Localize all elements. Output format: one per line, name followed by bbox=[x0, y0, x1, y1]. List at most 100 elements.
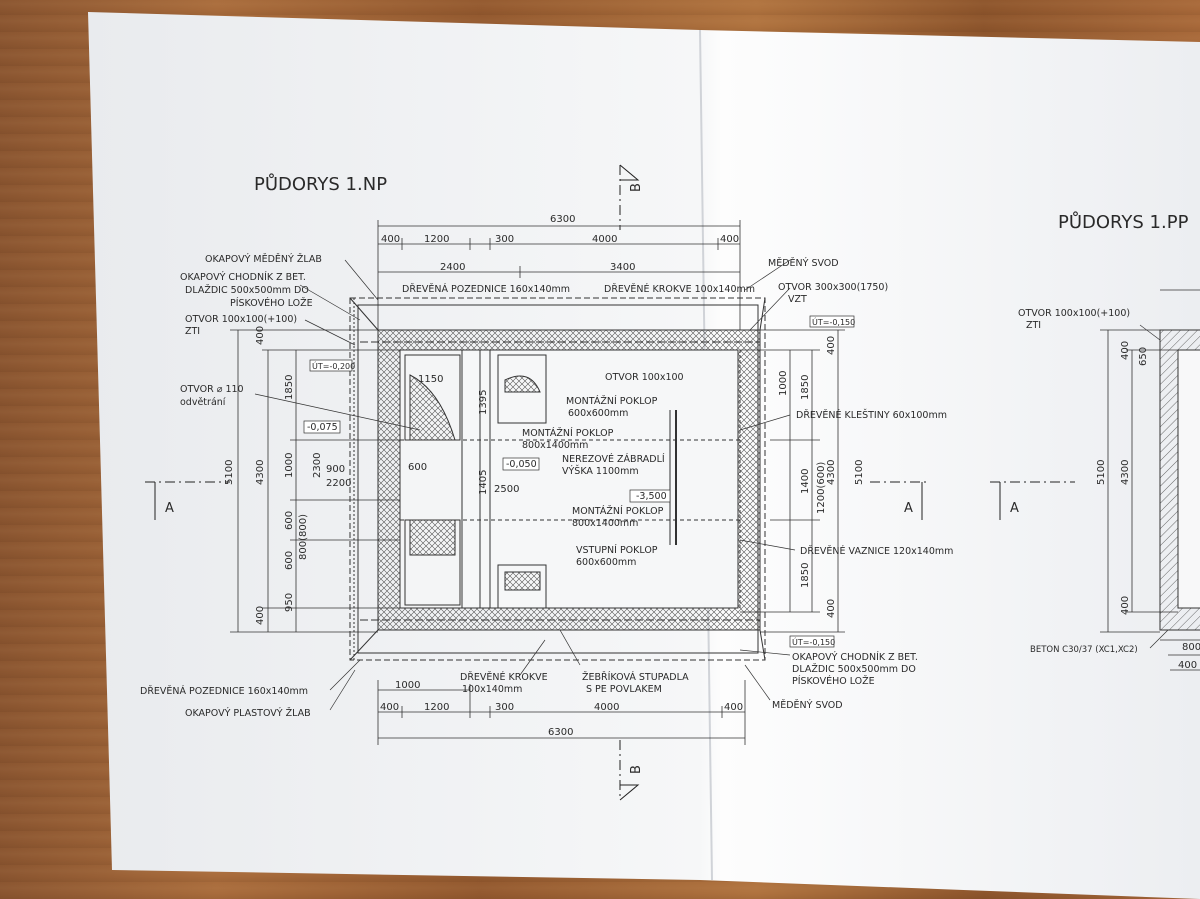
level-box-ut-0150b bbox=[789, 635, 835, 648]
label-montazni-3a: MONTÁŽNÍ POKLOP bbox=[572, 505, 664, 517]
dim-left-5100: 5100 bbox=[224, 460, 235, 485]
top-dimension-lines bbox=[377, 220, 741, 330]
label-chodnik-right-2: DLAŽDIC 500x500mm DO bbox=[792, 663, 916, 675]
pp-dim-4300: 4300 bbox=[1120, 460, 1131, 485]
dim-top-400a: 400 bbox=[381, 234, 400, 245]
label-zabradli-2: VÝŠKA 1100mm bbox=[562, 465, 639, 477]
label-montazni-1b: 600x600mm bbox=[568, 408, 628, 419]
dim-top-3400: 3400 bbox=[610, 262, 635, 273]
dim-top-6300: 6300 bbox=[550, 214, 575, 225]
pp-dim-400b: 400 bbox=[1120, 596, 1131, 615]
section-mark-a-mid bbox=[870, 481, 930, 520]
dim-1405: 1405 bbox=[478, 470, 489, 495]
dim-left-400a: 400 bbox=[255, 326, 266, 345]
dim-top-4000: 4000 bbox=[592, 234, 617, 245]
label-otvor-zti-1: OTVOR 100x100(+100) bbox=[185, 314, 297, 325]
label-krokve-top: DŘEVĚNÉ KROKVE 100x140mm bbox=[604, 283, 755, 295]
pp-dim-5100: 5100 bbox=[1096, 460, 1107, 485]
pp-dim-400a: 400 bbox=[1120, 341, 1131, 360]
label-otvor-zti-2: ZTI bbox=[185, 326, 200, 337]
dim-left-1850: 1850 bbox=[284, 375, 295, 400]
level-box-ut-0150a bbox=[809, 315, 855, 328]
label-chodnik-right-3: PÍSKOVÉHO LOŽE bbox=[792, 675, 875, 687]
dim-right-1200: 1200(600) bbox=[816, 462, 827, 514]
section-a-left-label: A bbox=[165, 501, 174, 516]
dim-bottom-1000: 1000 bbox=[395, 680, 420, 691]
dim-top-2400: 2400 bbox=[440, 262, 465, 273]
pp-label-otvor-1: OTVOR 100x100(+100) bbox=[1018, 308, 1130, 319]
dim-right-400a: 400 bbox=[826, 336, 837, 355]
dim-left-950: 950 bbox=[284, 593, 295, 612]
dim-left-600: 600 bbox=[284, 511, 295, 530]
label-klestiny: DŘEVĚNÉ KLEŠTINY 60x100mm bbox=[796, 409, 947, 421]
level-3500: -3,500 bbox=[636, 491, 667, 502]
level-0075: -0,075 bbox=[307, 422, 338, 433]
dim-bottom-6300: 6300 bbox=[548, 727, 573, 738]
level-box-ut-0200 bbox=[309, 359, 353, 372]
label-okapovy-medeny-zlab: OKAPOVÝ MĚDĚNÝ ŽLAB bbox=[205, 253, 322, 265]
section-mark-a-right bbox=[990, 481, 1075, 520]
title-1pp: PŮDORYS 1.PP bbox=[1058, 211, 1189, 233]
dim-left-400b: 400 bbox=[255, 606, 266, 625]
dim-bottom-400a: 400 bbox=[380, 702, 399, 713]
dim-left-600b: 600 bbox=[284, 551, 295, 570]
level-0050: -0,050 bbox=[506, 459, 537, 470]
label-pozednice-bottom: DŘEVĚNÁ POZEDNICE 160x140mm bbox=[140, 685, 308, 697]
dim-left-4300: 4300 bbox=[255, 460, 266, 485]
level-box-0050 bbox=[502, 457, 540, 471]
right-dimension-lines bbox=[740, 329, 845, 633]
label-zabradli-1: NEREZOVÉ ZÁBRADLÍ bbox=[562, 453, 665, 465]
dim-left-2300: 2300 bbox=[312, 453, 323, 478]
dim-top-300: 300 bbox=[495, 234, 514, 245]
label-krokve-bottom-2: 100x140mm bbox=[462, 684, 522, 695]
label-vstupni-2: 600x600mm bbox=[576, 557, 636, 568]
label-otvor-110-2: odvětrání bbox=[180, 397, 226, 408]
dim-left-800: 800(800) bbox=[298, 514, 309, 560]
floor-plan-1np bbox=[349, 297, 766, 661]
label-plastovy-zlab: OKAPOVÝ PLASTOVÝ ŽLAB bbox=[185, 707, 311, 719]
label-otvor-110-1: OTVOR ⌀ 110 bbox=[180, 384, 244, 395]
section-b-top-label: B bbox=[629, 183, 644, 192]
leader-lines bbox=[254, 259, 796, 711]
label-montazni-1a: MONTÁŽNÍ POKLOP bbox=[566, 395, 658, 407]
dim-right-5100: 5100 bbox=[854, 460, 865, 485]
dim-2200: 2200 bbox=[326, 478, 351, 489]
label-montazni-2b: 800x1400mm bbox=[522, 440, 588, 451]
section-mark-b-bottom bbox=[619, 740, 640, 801]
floor-plan-1pp bbox=[1100, 289, 1200, 671]
level-ut-0150a: ÚT=-0,150 bbox=[812, 316, 855, 327]
level-box-0075 bbox=[303, 420, 341, 434]
label-medeny-svod-top: MĚDĚNÝ SVOD bbox=[768, 257, 839, 269]
dim-600: 600 bbox=[408, 462, 427, 473]
dim-top-400b: 400 bbox=[720, 234, 739, 245]
section-a-right-label: A bbox=[1010, 501, 1019, 516]
dim-1150: 1150 bbox=[418, 374, 443, 385]
label-stupadla-2: S PE POVLAKEM bbox=[586, 684, 662, 695]
dim-bottom-1200: 1200 bbox=[424, 702, 449, 713]
label-okapovy-chodnik-2: DLAŽDIC 500x500mm DO bbox=[185, 284, 309, 296]
section-mark-b-top bbox=[619, 164, 640, 230]
level-ut-0150b: ÚT=-0,150 bbox=[792, 636, 835, 647]
label-montazni-2a: MONTÁŽNÍ POKLOP bbox=[522, 427, 614, 439]
label-vstupni-1: VSTUPNÍ POKLOP bbox=[576, 544, 658, 556]
section-b-bottom-label: B bbox=[629, 765, 644, 774]
dim-top-1200: 1200 bbox=[424, 234, 449, 245]
label-vaznice: DŘEVĚNÉ VAZNICE 120x140mm bbox=[800, 545, 953, 557]
pp-label-beton: BETON C30/37 (XC1,XC2) bbox=[1030, 645, 1138, 655]
label-montazni-3b: 800x1400mm bbox=[572, 518, 638, 529]
dim-bottom-400b: 400 bbox=[724, 702, 743, 713]
level-ut-0200: ÚT=-0,200 bbox=[312, 360, 355, 371]
left-dimension-lines bbox=[230, 329, 400, 633]
label-chodnik-right-1: OKAPOVÝ CHODNÍK Z BET. bbox=[792, 651, 918, 663]
dim-900: 900 bbox=[326, 464, 345, 475]
pp-label-otvor-2: ZTI bbox=[1026, 320, 1041, 331]
bottom-dimension-lines bbox=[377, 680, 746, 745]
dim-bottom-4000: 4000 bbox=[594, 702, 619, 713]
pp-dim-650: 650 bbox=[1138, 347, 1149, 366]
dim-right-1850a: 1850 bbox=[800, 375, 811, 400]
label-pozednice-top: DŘEVĚNÁ POZEDNICE 160x140mm bbox=[402, 283, 570, 295]
dim-right-1000: 1000 bbox=[778, 371, 789, 396]
label-otvor-vzt-2: VZT bbox=[788, 294, 807, 305]
dim-1395: 1395 bbox=[478, 390, 489, 415]
